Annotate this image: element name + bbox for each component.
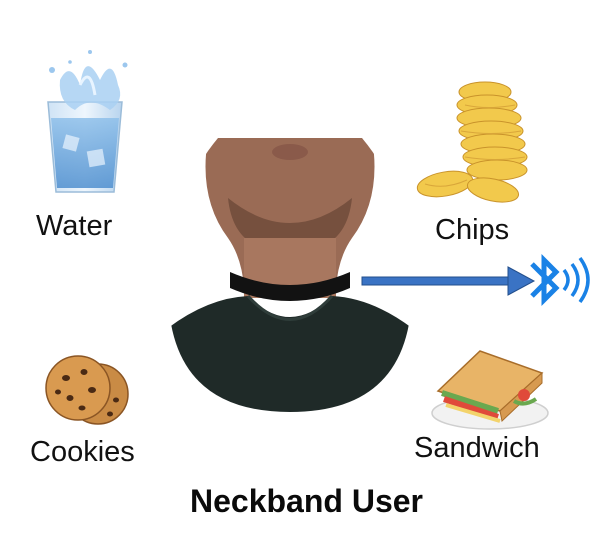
neckband-user-photo	[168, 138, 412, 412]
cookies-label: Cookies	[30, 436, 135, 468]
data-arrow	[361, 266, 536, 296]
potato-chips-icon	[416, 81, 528, 203]
bluetooth-icon	[530, 253, 590, 307]
chips-label: Chips	[435, 214, 510, 246]
sandwich-icon	[431, 350, 549, 430]
water-label: Water	[36, 210, 113, 242]
diagram-caption: Neckband User	[190, 483, 423, 519]
water-glass-icon	[47, 50, 128, 193]
cookies-icon	[45, 355, 129, 425]
sandwich-label: Sandwich	[414, 432, 540, 464]
